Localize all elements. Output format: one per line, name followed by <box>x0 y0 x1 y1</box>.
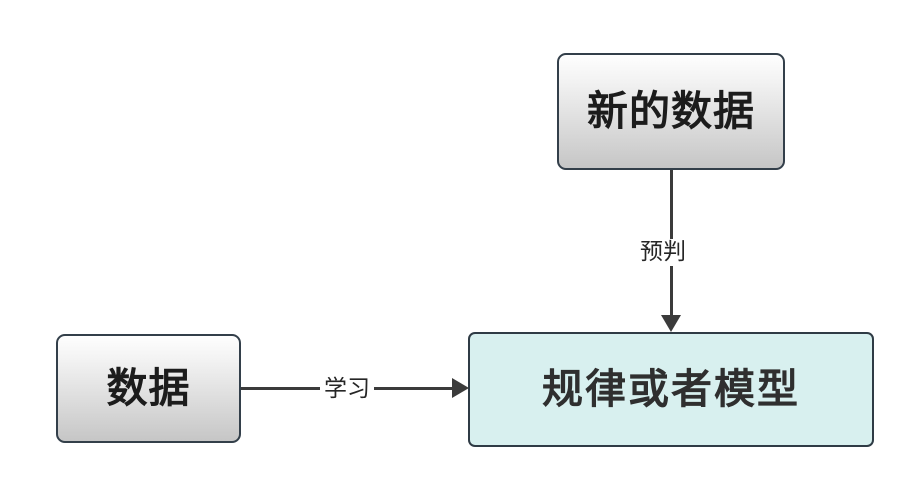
edge-data-to-model-arrowhead-icon <box>452 378 469 398</box>
node-new-data[interactable]: 新的数据 <box>557 53 785 170</box>
node-data-label: 数据 <box>106 363 191 412</box>
node-data[interactable]: 数据 <box>56 334 241 443</box>
edge-data-to-model-label: 学习 <box>320 376 374 403</box>
node-new-data-label: 新的数据 <box>587 86 755 135</box>
node-model-label: 规律或者模型 <box>542 364 800 413</box>
node-model[interactable]: 规律或者模型 <box>468 332 874 447</box>
edge-new-data-to-model-label: 预判 <box>636 239 690 266</box>
edge-new-data-to-model-arrowhead-icon <box>661 315 681 332</box>
